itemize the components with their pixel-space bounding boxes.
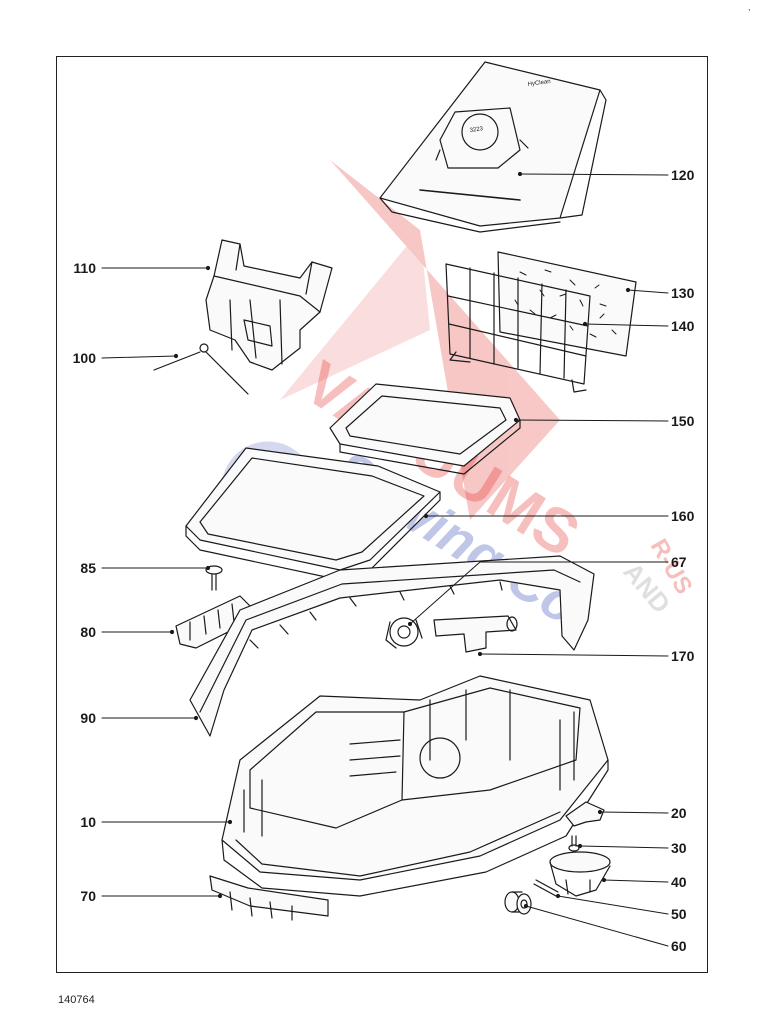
part-label-170: 170 [671, 648, 695, 664]
bumper-part-90 [189, 555, 595, 737]
base-housing-part-10 [221, 675, 609, 897]
corner-mark: , [748, 2, 751, 12]
screw-part-85 [205, 565, 223, 591]
part-label-67: 67 [671, 554, 687, 570]
axle-part-50 [533, 879, 559, 897]
bag-holder-part-110 [205, 239, 333, 371]
part-label-60: 60 [671, 938, 687, 954]
part-label-80: 80 [80, 624, 96, 640]
clip-part-100 [153, 343, 249, 395]
filter-mat-part-130 [497, 251, 637, 357]
part-label-20: 20 [671, 805, 687, 821]
part-label-100: 100 [72, 350, 96, 366]
gasket-part-150 [329, 383, 521, 475]
dust-bag-part-120: 3223 HyClean [379, 61, 607, 233]
part-label-10: 10 [80, 814, 96, 830]
diagram-reference-number: 140764 [58, 994, 95, 1006]
diagram-frame [56, 56, 708, 973]
bag-print-code: 3223 [469, 126, 484, 134]
part-label-110: 110 [73, 260, 96, 276]
tube-part-170 [433, 615, 518, 653]
bag-print-brand: HyClean [527, 79, 551, 88]
part-label-40: 40 [671, 874, 687, 890]
part-label-50: 50 [671, 906, 687, 922]
part-label-30: 30 [671, 840, 687, 856]
roller-part-60 [504, 891, 532, 915]
wheel-part-40 [549, 851, 611, 897]
bracket-part-20 [565, 801, 605, 827]
part-label-130: 130 [671, 285, 695, 301]
fitting-part-67 [385, 617, 423, 649]
leader-lines [101, 171, 669, 947]
filter-grille-part-140 [445, 263, 591, 393]
part-label-90: 90 [80, 710, 96, 726]
part-label-120: 120 [671, 167, 695, 183]
part-label-160: 160 [671, 508, 695, 524]
part-label-150: 150 [671, 413, 695, 429]
part-label-85: 85 [80, 560, 96, 576]
part-label-70: 70 [80, 888, 96, 904]
seal-part-160 [185, 447, 441, 581]
part-label-140: 140 [671, 318, 695, 334]
front-piece-part-70 [209, 875, 329, 921]
screw-part-30 [568, 835, 580, 852]
